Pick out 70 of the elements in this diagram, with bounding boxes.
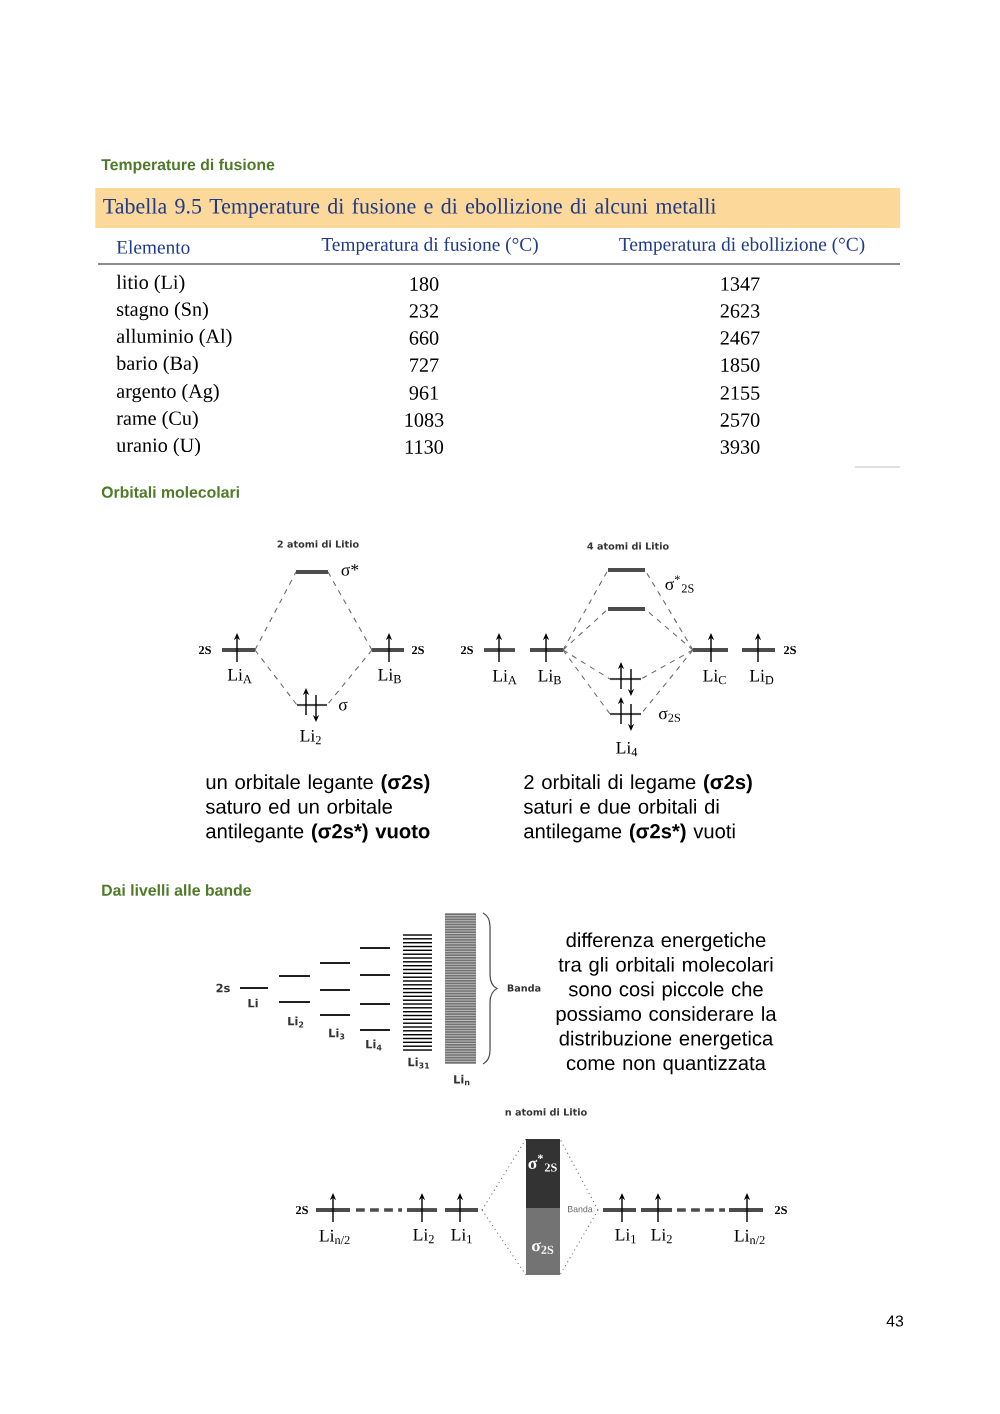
level-label: Li$_{A}$: [227, 668, 252, 684]
column-header: Temperatura di fusione (°C): [321, 237, 538, 255]
level-label: Li$_{4}$: [616, 741, 638, 757]
caption-text: un orbitale legante (σ2s) saturo ed un orbitale antilegante (σ2s*) vuoto: [205, 774, 430, 843]
level-label: σ: [338, 701, 348, 711]
level-label: Li$_{C}$: [703, 669, 726, 685]
level-label: Li$_{31}$: [408, 1057, 430, 1069]
level-label: σ*: [341, 564, 359, 576]
band-label: σ$^{*}$2S: [528, 1154, 557, 1172]
level-label: 2s: [216, 983, 230, 993]
column-header: Temperatura di ebollizione (°C): [619, 237, 865, 255]
level-label: Li$_{B}$: [538, 669, 561, 685]
caption-text: 2 orbitali di legame (σ2s) saturi e due orbitali di antilegame (σ2s*) vuoti: [523, 774, 752, 843]
table-cell: 2570: [720, 413, 760, 427]
table-title: Tabella 9.5 Temperature di fusione e di ebollizione di alcuni metalli: [95, 188, 901, 228]
section-heading: Temperature di fusione: [101, 158, 275, 174]
level-label: 2S: [412, 645, 424, 655]
band-label: σ$_{2S}$: [531, 1242, 554, 1254]
level-label: Li$_{4}$: [366, 1039, 382, 1051]
atom-count-label: 2 atomi di Litio: [277, 540, 359, 548]
table-cell: 1850: [721, 358, 760, 372]
level-label: 2S: [784, 645, 796, 655]
level-label: Li$_{2}$: [651, 1228, 672, 1244]
level-label: 2S: [199, 645, 211, 655]
level-label: 2S: [461, 645, 473, 655]
level-label: σ$_{2S}$: [659, 710, 680, 722]
level-label: Li$_{n/2}$: [319, 1229, 350, 1245]
table-cell: 1130: [405, 440, 444, 454]
band-label: Banda: [568, 1205, 593, 1213]
level-label: 2S: [296, 1205, 308, 1215]
section-heading: Orbitali molecolari: [101, 486, 239, 498]
atom-count-label: n atomi di Litio: [505, 1108, 587, 1116]
table-cell: 1083: [405, 413, 444, 427]
atom-count-label: 4 atomi di Litio: [587, 542, 669, 550]
level-label: Li$_{3}$: [329, 1028, 345, 1040]
level-label: Li$_{n/2}$: [734, 1229, 765, 1245]
level-label: Li$_{D}$: [749, 669, 774, 685]
table-cell: 2155: [720, 386, 760, 400]
table-cell: argento (Ag): [116, 383, 219, 403]
caption-text: differenza energetiche tra gli orbitali molecolari sono cosi piccole che possiamo considerare la distribuzione energetica come non quantizzata: [556, 932, 777, 1075]
band-label: Banda: [507, 984, 541, 992]
section-heading: Dai livelli alle bande: [102, 884, 251, 896]
table-cell: 2467: [720, 331, 760, 345]
table-cell: 180: [410, 277, 439, 291]
table-cell: stagno (Sn): [117, 301, 208, 321]
table-cell: 727: [410, 358, 439, 372]
level-label: Li$_{A}$: [492, 669, 517, 685]
page-number: 43: [886, 1315, 904, 1327]
table-cell: alluminio (Al): [116, 328, 232, 348]
table-cell: rame (Cu): [116, 410, 198, 430]
table-cell: bario (Ba): [116, 355, 198, 375]
level-label: 2S: [775, 1205, 787, 1215]
column-header: Elemento: [116, 240, 190, 254]
level-label: Li$_{n}$: [454, 1074, 470, 1086]
table-cell: 232: [409, 304, 439, 318]
table-cell: 3930: [720, 440, 760, 454]
level-label: Li$_{2}$: [300, 729, 321, 745]
table-cell: litio (Li): [116, 274, 185, 294]
level-label: Li$_{1}$: [451, 1228, 472, 1244]
table-cell: 1347: [721, 277, 760, 291]
level-label: Li$_{2}$: [413, 1228, 434, 1244]
table-cell: 660: [409, 331, 439, 345]
table-cell: uranio (U): [116, 437, 201, 457]
level-label: Li$_{1}$: [615, 1228, 636, 1244]
level-label: Li$_{B}$: [378, 668, 401, 684]
table-cell: 2623: [720, 304, 760, 318]
level-label: σ$^{*}$2S: [665, 575, 694, 593]
level-label: Li$_{2}$: [288, 1016, 304, 1028]
table-cell: 961: [409, 386, 438, 400]
level-label: Li: [248, 998, 258, 1008]
